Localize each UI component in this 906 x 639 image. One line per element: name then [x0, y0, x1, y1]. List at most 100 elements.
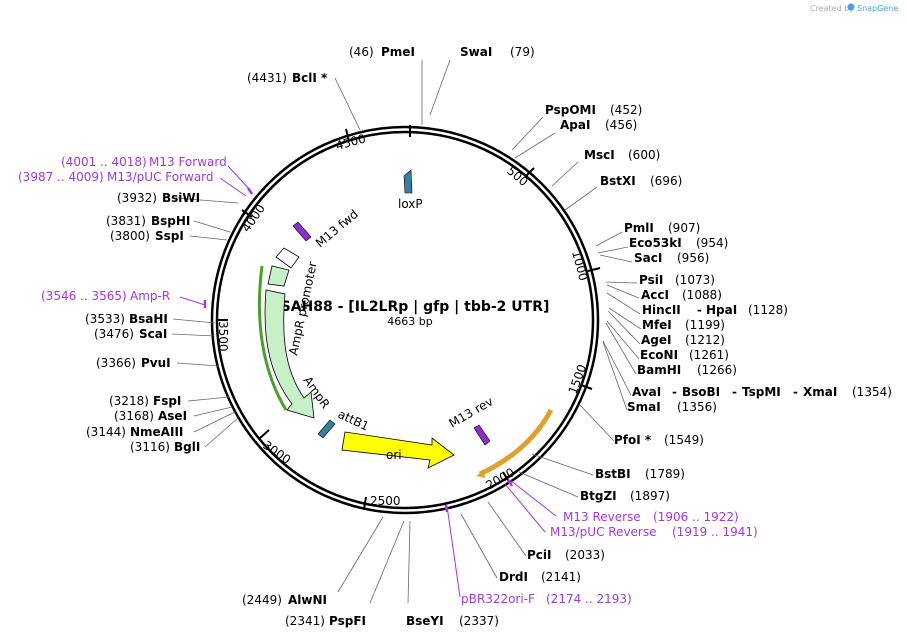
site-separator: - [697, 303, 702, 317]
site-eco53ki[interactable]: Eco53kI (954) [629, 236, 728, 250]
site-pvui[interactable]: (3366) PvuI [96, 356, 171, 370]
site-pos: (79) [510, 45, 535, 59]
tick-label-4500: 4500 [334, 131, 367, 152]
site-bstxi[interactable]: BstXI (696) [600, 174, 682, 188]
site-pfoi[interactable]: PfoI * (1549) [614, 433, 704, 447]
site-name-2: HpaI [706, 303, 737, 317]
site-pcii[interactable]: PciI (2033) [527, 548, 605, 562]
site-pos: (1199) [685, 318, 725, 332]
site-name-3: TspMI [742, 385, 781, 399]
site-name: BstXI [600, 174, 636, 188]
site-name: AlwNI [288, 593, 327, 607]
site-sspi[interactable]: (3800) SspI [110, 229, 184, 243]
primer-m13-forward[interactable]: (4001 .. 4018) M13 Forward [61, 155, 227, 169]
site-scai[interactable]: (3476) ScaI [94, 327, 167, 341]
site-name: DrdI [499, 570, 528, 584]
site-hincii-hpai[interactable]: HincII - HpaI (1128) [642, 303, 788, 317]
site-bsphi[interactable]: (3831) BspHI [106, 214, 190, 228]
site-pmei[interactable]: (46) PmeI [349, 45, 415, 59]
feature-label-loxp: loxP [398, 197, 423, 211]
credit-text: Created by [810, 4, 854, 13]
site-name: BsaHI [129, 312, 168, 326]
snapgene-logo-icon [847, 3, 855, 11]
site-pos: (2449) [242, 593, 282, 607]
site-name: SmaI [627, 400, 661, 414]
primer-name: M13/pUC Forward [107, 170, 214, 184]
site-nmeaiii[interactable]: (3144) NmeAIII [86, 425, 183, 439]
site-name: ScaI [139, 327, 167, 341]
site-pos: (3116) [130, 440, 170, 454]
site-swai[interactable]: SwaI (79) [460, 45, 535, 59]
site-bamhi[interactable]: BamHI (1266) [637, 363, 737, 377]
site-alwni[interactable]: (2449) AlwNI [242, 593, 327, 607]
leader-lines [171, 59, 642, 604]
site-bsahi[interactable]: (3533) BsaHI [85, 312, 168, 326]
site-bgli[interactable]: (3116) BglI [130, 440, 200, 454]
site-name: BseYI [406, 614, 444, 628]
site-pspfi[interactable]: (2341) PspFI [285, 614, 366, 628]
site-name: PfoI * [614, 433, 652, 447]
backbone-outer [210, 125, 600, 515]
feature-m13-rev[interactable]: M13 rev [447, 394, 496, 446]
site-name: ApaI [560, 118, 590, 132]
site-btgzi[interactable]: BtgZI (1897) [580, 489, 670, 503]
site-bsiwi[interactable]: (3932) BsiWI [117, 191, 200, 205]
primer-arc-ori-region [478, 408, 554, 477]
site-name: BamHI [637, 363, 681, 377]
plasmid-size: 4663 bp [387, 315, 432, 328]
primer-m13-puc-forward[interactable]: (3987 .. 4009) M13/pUC Forward [18, 170, 214, 184]
primer-name: M13 Forward [149, 155, 227, 169]
primer-pos: (4001 .. 4018) [61, 155, 147, 169]
site-apai[interactable]: ApaI (456) [560, 118, 637, 132]
primer-pos: (3546 .. 3565) [41, 289, 127, 303]
site-pspomi[interactable]: PspOMI (452) [545, 103, 642, 117]
site-fspi[interactable]: (3218) FspI [109, 394, 181, 408]
primer-pos: (3987 .. 4009) [18, 170, 104, 184]
tick-label-4000: 4000 [239, 202, 268, 235]
site-pos: (3831) [106, 214, 146, 228]
site-bstbi[interactable]: BstBI (1789) [595, 467, 685, 481]
site-msci[interactable]: MscI (600) [584, 148, 660, 162]
site-pos: (1261) [689, 348, 729, 362]
site-pos: (696) [650, 174, 682, 188]
site-pos: (46) [349, 45, 374, 59]
site-econi[interactable]: EcoNI (1261) [640, 348, 729, 362]
site-smai[interactable]: SmaI (1356) [627, 400, 717, 414]
site-bcli[interactable]: (4431) BclI * [247, 71, 328, 85]
primer-pos: (1919 .. 1941) [672, 525, 758, 539]
site-psii[interactable]: PsiI (1073) [639, 273, 715, 287]
site-name: BspHI [151, 214, 190, 228]
site-pos: (1897) [630, 489, 670, 503]
primer-name: pBR322ori-F [461, 592, 535, 606]
site-pmli[interactable]: PmlI (907) [624, 221, 700, 235]
site-name: BtgZI [580, 489, 617, 503]
site-agei[interactable]: AgeI (1212) [641, 333, 725, 347]
primer-m13-reverse[interactable]: M13 Reverse (1906 .. 1922) [563, 510, 739, 524]
site-pos: (1088) [682, 288, 722, 302]
feature-m13-fwd[interactable]: M13 fwd [292, 207, 361, 250]
site-separator: - [732, 385, 737, 399]
site-name: PmlI [624, 221, 654, 235]
site-pos: (3800) [110, 229, 150, 243]
site-bseyi[interactable]: BseYI (2337) [406, 614, 499, 628]
site-mfei[interactable]: MfeI (1199) [642, 318, 725, 332]
feature-ori[interactable]: ori [341, 431, 455, 469]
primer-pos: (2174 .. 2193) [546, 592, 632, 606]
site-name-2: BsoBI [682, 385, 720, 399]
primer-pbr322ori-f[interactable]: pBR322ori-F (2174 .. 2193) [461, 592, 632, 606]
site-asei[interactable]: (3168) AseI [114, 409, 187, 423]
site-acci[interactable]: AccI (1088) [641, 288, 722, 302]
site-drdi[interactable]: DrdI (2141) [499, 570, 581, 584]
site-saci[interactable]: SacI (956) [634, 251, 709, 265]
primer-name: M13 Reverse [563, 510, 641, 524]
site-pos: (1266) [697, 363, 737, 377]
brand-text: SnapGene [857, 4, 898, 13]
feature-loxp[interactable]: loxP [398, 169, 423, 211]
site-pos: (3168) [114, 409, 154, 423]
primer-marks [203, 187, 514, 513]
primer-m13-puc-reverse[interactable]: M13/pUC Reverse (1919 .. 1941) [550, 525, 758, 539]
site-name: SacI [634, 251, 662, 265]
primer-amp-r[interactable]: (3546 .. 3565) Amp-R [41, 289, 170, 303]
site-avai-group[interactable]: AvaI - BsoBI - TspMI - XmaI (1354) [632, 385, 892, 399]
site-pos: (4431) [247, 71, 287, 85]
